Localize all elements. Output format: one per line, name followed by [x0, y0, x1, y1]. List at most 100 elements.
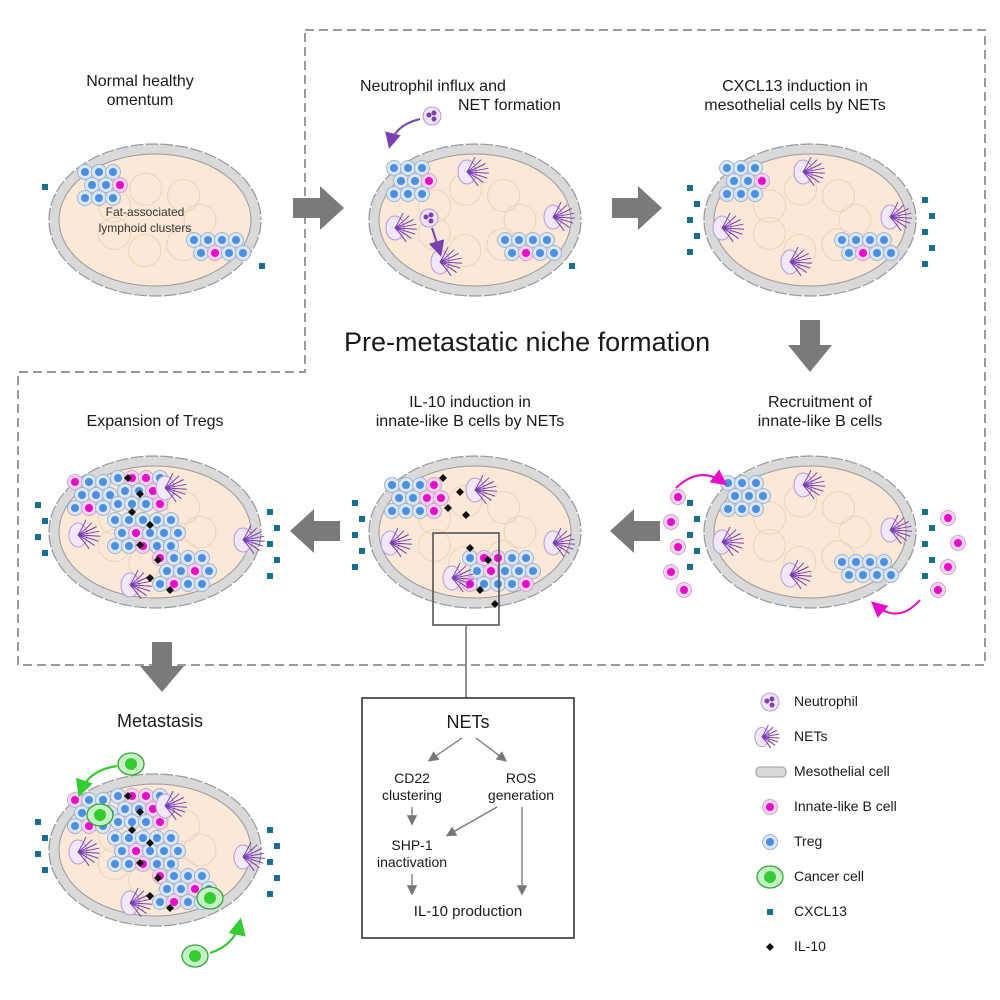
- treg-nucleus: [880, 236, 888, 244]
- mech-cd22-line1: CD22: [394, 770, 430, 786]
- b-cell-nucleus: [522, 580, 530, 588]
- neutrophil-lobe: [426, 112, 432, 118]
- mech-shp-line2: inactivation: [376, 854, 448, 870]
- il10-dot: [466, 544, 474, 552]
- mech-result-il10: IL-10 production: [413, 903, 523, 920]
- treg-nucleus: [723, 164, 731, 172]
- mesothelial-segments: [703, 143, 917, 297]
- neutrophil-lobe: [431, 110, 437, 116]
- net-structure: [780, 559, 812, 590]
- treg-nucleus: [759, 492, 767, 500]
- treg-nucleus: [167, 834, 175, 842]
- cxcl13-dot: [259, 263, 265, 269]
- treg-nucleus: [887, 249, 895, 257]
- cxcl13-dot: [922, 573, 928, 579]
- b-cell-nucleus: [944, 563, 952, 571]
- neutrophil-lobe: [428, 212, 434, 218]
- treg-nucleus: [738, 505, 746, 513]
- cxcl13-icon: [767, 909, 773, 915]
- treg-nucleus: [225, 249, 233, 257]
- net-strand: [451, 577, 464, 593]
- treg-nucleus: [190, 236, 198, 244]
- neutrophil-body: [760, 692, 780, 712]
- title-tregs: Expansion of Tregs: [86, 413, 224, 430]
- treg-nucleus: [473, 567, 481, 575]
- cxcl13-dot: [42, 550, 48, 556]
- cxcl13-dot: [274, 525, 280, 531]
- net-strand: [242, 856, 255, 872]
- treg-nucleus: [529, 567, 537, 575]
- b-cell-nucleus: [944, 514, 952, 522]
- b-cell-nucleus: [170, 580, 178, 588]
- adipocyte: [753, 501, 787, 535]
- il10-dot: [439, 474, 447, 482]
- cxcl13-dot: [922, 509, 928, 515]
- treg-nucleus: [121, 487, 129, 495]
- neutrophil-cell: [422, 106, 442, 126]
- treg-nucleus: [184, 872, 192, 880]
- adipocyte: [822, 179, 856, 213]
- net-structure: [155, 472, 187, 503]
- treg-nucleus: [745, 492, 753, 500]
- treg-nucleus: [78, 491, 86, 499]
- adipocyte: [448, 234, 482, 268]
- net-strand: [164, 805, 177, 821]
- net-structure: [442, 562, 474, 593]
- cancer-nucleus: [125, 758, 137, 770]
- b-cell-nucleus: [758, 177, 766, 185]
- b-cell-nucleus: [934, 586, 942, 594]
- annotation-fat-line1: Fat-associated: [105, 205, 185, 219]
- cxcl13-dot: [922, 541, 928, 547]
- neutrophil-cell: [419, 208, 439, 228]
- il10-dot: [462, 511, 470, 519]
- mesothelial-segments: [368, 455, 582, 609]
- treg-nucleus: [198, 872, 206, 880]
- il10-dot: [146, 574, 154, 582]
- legend-label: Innate-like B cell: [794, 798, 897, 814]
- cxcl13-dot: [35, 502, 41, 508]
- b-cell-nucleus: [211, 249, 219, 257]
- neutrophil-lobe: [428, 218, 434, 224]
- panel-b-cell-recruitment: [663, 455, 966, 618]
- adipocyte: [487, 491, 521, 525]
- il10-dot: [166, 586, 174, 594]
- cxcl13-dot: [42, 184, 48, 190]
- treg-nucleus: [397, 177, 405, 185]
- treg-nucleus: [99, 796, 107, 804]
- treg-nucleus: [218, 236, 226, 244]
- net-strand: [721, 541, 734, 557]
- net-strand: [394, 227, 407, 243]
- b-cell-nucleus: [149, 805, 157, 813]
- cxcl13-dot: [922, 229, 928, 235]
- cancer-nucleus: [204, 892, 216, 904]
- treg-nucleus: [501, 236, 509, 244]
- il10-dot: [124, 474, 132, 482]
- adipocyte: [128, 234, 162, 268]
- panel-il10-induction: [352, 455, 582, 609]
- net-structure: [712, 526, 744, 557]
- treg-icon: [762, 834, 778, 850]
- b-cell-recruitment-arrow: [870, 599, 921, 618]
- b-cell-nucleus: [423, 494, 431, 502]
- treg-nucleus: [111, 542, 119, 550]
- treg-nucleus: [114, 818, 122, 826]
- treg-nucleus: [139, 834, 147, 842]
- net-strand: [389, 542, 402, 558]
- treg-nucleus: [395, 494, 403, 502]
- net-structure: [543, 201, 575, 232]
- treg-nucleus: [114, 474, 122, 482]
- b-cell-nucleus: [425, 177, 433, 185]
- treg-nucleus: [153, 860, 161, 868]
- net-strand: [802, 171, 815, 187]
- arrow-normal-to-influx: [293, 186, 344, 230]
- cxcl13-dot: [42, 518, 48, 524]
- mech-arrow-ros-shp: [445, 806, 498, 837]
- cxcl13-dot: [929, 245, 935, 251]
- treg-nucleus: [111, 860, 119, 868]
- panel-normal: [42, 143, 265, 297]
- b-cell-nucleus: [85, 822, 93, 830]
- b-cell-nucleus: [766, 803, 774, 811]
- b-cell-nucleus: [170, 898, 178, 906]
- cxcl13-dot: [42, 867, 48, 873]
- treg-nucleus: [390, 190, 398, 198]
